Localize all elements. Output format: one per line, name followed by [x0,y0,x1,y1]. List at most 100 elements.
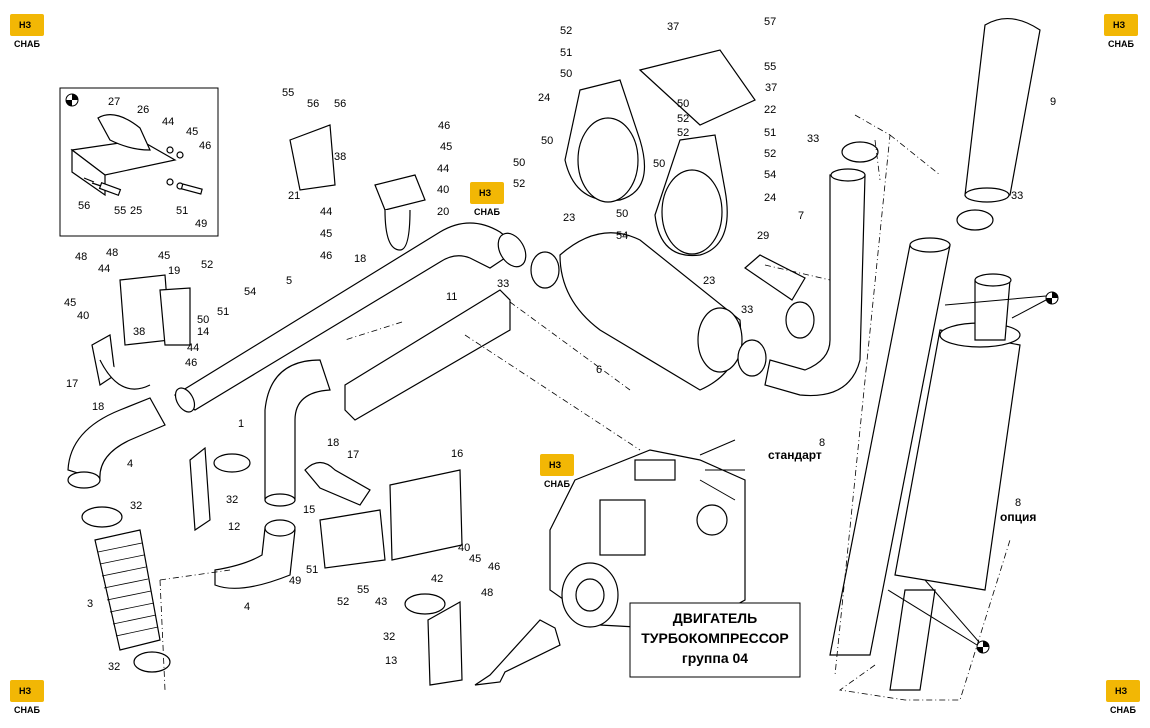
svg-text:НЗ: НЗ [19,20,31,30]
callout: 52 [677,113,689,125]
callout: 50 [616,208,628,220]
callout: 55 [357,584,369,596]
reference-marker-bottom-icon [887,579,990,654]
callout: 1 [238,418,244,430]
clamp-32-c [213,453,251,473]
callout: 9 [1050,96,1056,108]
callout: 51 [764,127,776,139]
elbow-pipe-4-lower [214,527,296,589]
callout: 18 [327,437,339,449]
bracket-20 [374,174,426,211]
callout: 50 [677,98,689,110]
callout: 4 [127,458,133,470]
callout: 56 [334,98,346,110]
brand-logo-top-left: НЗ СНАБ [10,14,44,49]
callout: 18 [92,401,104,413]
clamp-33-a [530,251,560,289]
svg-text:СНАБ: СНАБ [1108,39,1134,49]
callout: 23 [563,212,575,224]
callout: 48 [75,251,87,263]
clamp-33-e [737,339,767,377]
brand-logo-center-left: НЗ СНАБ [470,182,504,217]
callout: 54 [244,286,256,298]
callout: 46 [438,120,450,132]
svg-text:СНАБ: СНАБ [1110,705,1136,715]
label-option: опция [1000,510,1036,524]
clamp-33-b [841,141,879,163]
exhaust-pipe-7 [764,174,866,397]
callout: 8 [1015,497,1021,509]
callout: 40 [437,184,449,196]
callout: 52 [560,25,572,37]
callout: 25 [130,205,142,217]
callout: 33 [497,278,509,290]
callout: 52 [201,259,213,271]
callout: 33 [1011,190,1023,202]
callout: 32 [108,661,120,673]
callout: 38 [133,326,145,338]
callout: 26 [137,104,149,116]
callout: 51 [217,306,229,318]
detail-inset [59,87,219,237]
callout: 55 [764,61,776,73]
callout: 51 [306,564,318,576]
callout: 50 [197,314,209,326]
clamp-32-b [133,651,171,673]
callout: 50 [560,68,572,80]
callout: 52 [337,596,349,608]
callout: 33 [741,304,753,316]
flex-hose-3 [94,529,161,651]
callout: 40 [458,542,470,554]
callout: 44 [437,163,449,175]
callout: 37 [667,21,679,33]
callout: 3 [87,598,93,610]
callout: 23 [703,275,715,287]
support-plate-22 [638,49,756,126]
callout: 42 [431,573,443,585]
callout: 50 [513,157,525,169]
callout: 19 [168,265,180,277]
brand-logo-bottom-right: НЗ СНАБ [1106,680,1140,715]
bracket-21 [289,124,336,191]
reference-marker-right-icon [944,291,1059,319]
callout: 20 [437,206,449,218]
callout: 16 [451,448,463,460]
heat-shield-11 [344,289,511,421]
callout: 27 [108,96,120,108]
callout: 44 [162,116,174,128]
callout: 46 [185,357,197,369]
callout: 15 [303,504,315,516]
callout-labels: 1 3 4 4 5 6 7 8 8 9 11 12 13 14 15 16 17… [64,16,1056,673]
callout: 24 [538,92,550,104]
callout: 54 [616,230,628,242]
strap-17 [304,461,371,506]
svg-text:НЗ: НЗ [549,460,561,470]
pad-29 [744,254,806,301]
callout: 51 [560,47,572,59]
callout: 24 [764,192,776,204]
caption-line-2: ТУРБОКОМПРЕССОР [641,630,789,646]
callout: 56 [78,200,90,212]
brand-logo-top-right: НЗ СНАБ [1104,14,1138,49]
callout: 48 [106,247,118,259]
callout: 32 [130,500,142,512]
callout: 7 [798,210,804,222]
callout: 51 [176,205,188,217]
direction-arrow-icon [474,619,561,686]
callout: 45 [186,126,198,138]
callout: 50 [653,158,665,170]
callout: 4 [244,601,250,613]
callout: 54 [764,169,776,181]
callout: 55 [114,205,126,217]
caption-box: ДВИГАТЕЛЬ ТУРБОКОМПРЕССОР группа 04 [629,602,801,678]
elbow-pipe-4-upper [67,397,166,481]
callout: 50 [541,135,553,147]
caption-line-3: группа 04 [682,650,748,666]
engine-illustration [549,439,746,631]
label-standard: стандарт [768,448,822,462]
callout: 44 [320,206,332,218]
svg-text:СНАБ: СНАБ [14,705,40,715]
svg-text:СНАБ: СНАБ [544,479,570,489]
callout: 17 [347,449,359,461]
